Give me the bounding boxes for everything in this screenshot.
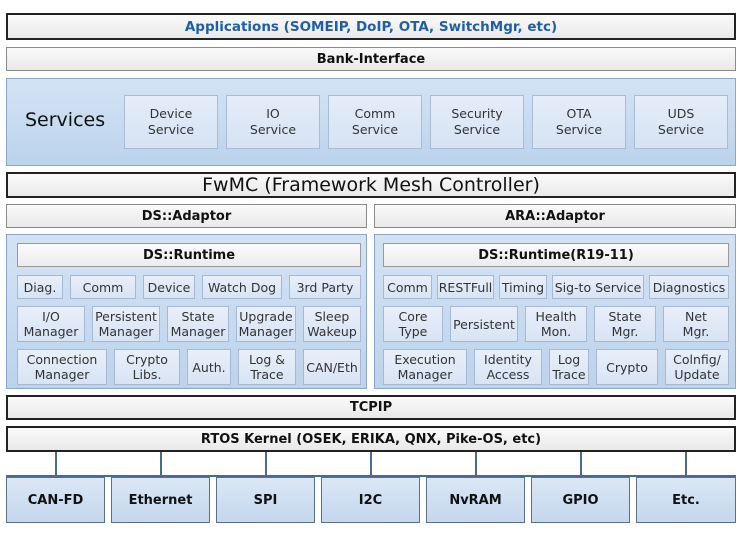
ds-cell-auth: Auth.: [187, 349, 231, 385]
ds-cell-3rd-party: 3rd Party: [289, 275, 361, 299]
service-device: Device Service: [124, 95, 218, 149]
service-ota: OTA Service: [532, 95, 626, 149]
r19-cell-core-type: Core Type: [383, 306, 443, 342]
ds-cell-upgrade-manager: Upgrade Manager: [236, 306, 296, 342]
services-panel: Services Device Service IO Service Comm …: [6, 78, 736, 166]
connector-etc: [685, 452, 687, 476]
rtos-label: RTOS Kernel (OSEK, ERIKA, QNX, Pike-OS, …: [200, 431, 542, 447]
ds-cell-watchdog: Watch Dog: [202, 275, 282, 299]
ds-cell-diag: Diag.: [17, 275, 63, 299]
r19-cell-state-mgr: State Mgr.: [594, 306, 656, 342]
ds-runtime-r19-title: DS::Runtime(R19-11): [383, 243, 729, 267]
fwmc-layer: FwMC (Framework Mesh Controller): [6, 172, 736, 198]
hw-etc: Etc.: [636, 477, 736, 523]
ds-cell-crypto-libs: Crypto Libs.: [114, 349, 180, 385]
ds-cell-sleep-wakeup: Sleep Wakeup: [303, 306, 361, 342]
ds-cell-persistent-manager: Persistent Manager: [92, 306, 160, 342]
hw-ethernet: Ethernet: [111, 477, 210, 523]
ds-cell-connection-manager: Connection Manager: [17, 349, 107, 385]
connector-gpio: [580, 452, 582, 476]
ds-cell-comm: Comm: [70, 275, 136, 299]
service-uds: UDS Service: [634, 95, 728, 149]
applications-label: Applications (SOMEIP, DoIP, OTA, SwitchM…: [184, 18, 558, 35]
connector-i2c: [370, 452, 372, 476]
hw-can-fd: CAN-FD: [6, 477, 105, 523]
service-io: IO Service: [226, 95, 320, 149]
r19-cell-log-trace: Log Trace: [549, 349, 589, 385]
hw-nvram: NvRAM: [426, 477, 525, 523]
connector-spi: [265, 452, 267, 476]
services-label: Services: [25, 109, 106, 131]
connector-ethernet: [160, 452, 162, 476]
ds-runtime-title: DS::Runtime: [17, 243, 361, 267]
r19-cell-diagnostics: Diagnostics: [649, 275, 729, 299]
ds-runtime-r19-panel: DS::Runtime(R19-11) Comm RESTFull Timing…: [374, 234, 736, 389]
ara-adaptor-label: ARA::Adaptor: [505, 208, 605, 224]
tcpip-label: TCPIP: [349, 400, 393, 415]
hw-i2c: I2C: [321, 477, 420, 523]
r19-cell-config-update: Colnfig/ Update: [665, 349, 729, 385]
r19-cell-crypto: Crypto: [596, 349, 658, 385]
r19-cell-execution-manager: Execution Manager: [383, 349, 467, 385]
ds-cell-can-eth: CAN/Eth: [303, 349, 361, 385]
ds-adaptor: DS::Adaptor: [6, 204, 367, 228]
service-comm: Comm Service: [328, 95, 422, 149]
ds-cell-io-manager: I/O Manager: [17, 306, 85, 342]
bank-interface-label: Bank-Interface: [316, 51, 426, 67]
ds-adaptor-label: DS::Adaptor: [141, 208, 232, 224]
rtos-layer: RTOS Kernel (OSEK, ERIKA, QNX, Pike-OS, …: [6, 426, 736, 452]
ds-cell-device: Device: [143, 275, 195, 299]
service-security: Security Service: [430, 95, 524, 149]
fwmc-label: FwMC (Framework Mesh Controller): [202, 174, 540, 196]
ds-runtime-panel: DS::Runtime Diag. Comm Device Watch Dog …: [6, 234, 367, 389]
ds-cell-log-trace: Log & Trace: [238, 349, 296, 385]
ds-cell-state-manager: State Manager: [167, 306, 229, 342]
hw-spi: SPI: [216, 477, 315, 523]
bank-interface-layer: Bank-Interface: [6, 47, 736, 71]
hw-gpio: GPIO: [531, 477, 630, 523]
r19-cell-identity-access: Identity Access: [474, 349, 542, 385]
r19-cell-health-mon: Health Mon.: [525, 306, 587, 342]
r19-cell-net-mgr: Net Mgr.: [663, 306, 729, 342]
connector-nvram: [475, 452, 477, 476]
applications-layer: Applications (SOMEIP, DoIP, OTA, SwitchM…: [6, 13, 736, 40]
r19-cell-restfull: RESTFull: [437, 275, 494, 299]
r19-cell-sig-to-service: Sig-to Service: [552, 275, 644, 299]
r19-cell-persistent: Persistent: [450, 306, 518, 342]
hardware-bus-line: [6, 475, 736, 477]
r19-cell-timing: Timing: [499, 275, 547, 299]
ara-adaptor: ARA::Adaptor: [374, 204, 736, 228]
r19-cell-comm: Comm: [383, 275, 432, 299]
connector-can-fd: [55, 452, 57, 476]
tcpip-layer: TCPIP: [6, 395, 736, 420]
